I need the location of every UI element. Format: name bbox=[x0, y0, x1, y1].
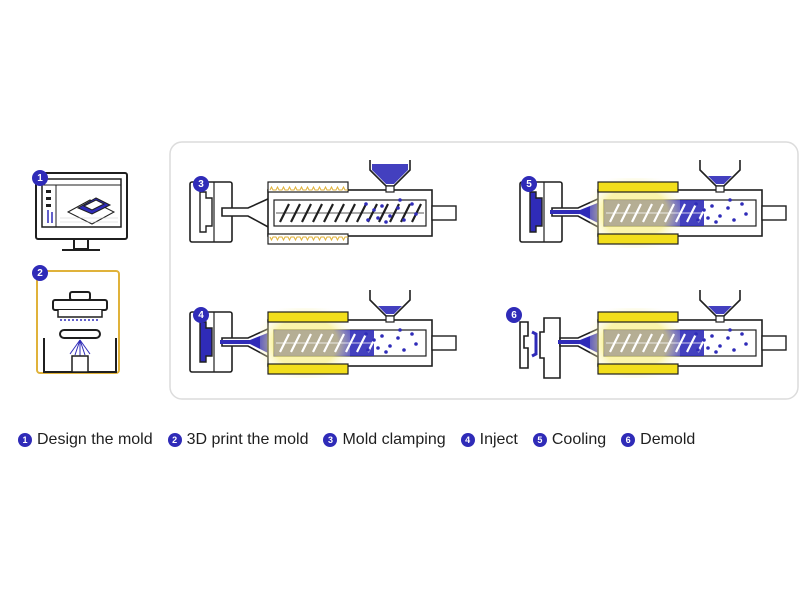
badge-step-4: 4 bbox=[193, 307, 209, 323]
heater-bottom bbox=[597, 363, 679, 375]
plunger bbox=[431, 335, 457, 351]
badge-step-5: 5 bbox=[521, 176, 537, 192]
plunger bbox=[761, 335, 787, 351]
heater-bottom bbox=[597, 233, 679, 245]
legend-item-print: 2 3D print the mold bbox=[167, 431, 309, 449]
machine-mold-clamping bbox=[189, 160, 457, 245]
legend-number-3: 3 bbox=[323, 433, 338, 447]
badge-step-2: 2 bbox=[32, 265, 48, 281]
heater-bottom bbox=[267, 363, 349, 375]
legend-label-6: Demold bbox=[640, 431, 696, 448]
legend-number-1: 1 bbox=[18, 433, 32, 447]
step-legend: 1 Design the mold 2 3D print the mold 3 … bbox=[18, 429, 710, 451]
melt-flow bbox=[550, 202, 600, 224]
melt-flow bbox=[220, 332, 270, 354]
legend-item-design: 1 Design the mold bbox=[18, 431, 153, 449]
heater-top bbox=[597, 311, 679, 323]
legend-number-5: 5 bbox=[532, 433, 547, 447]
machine-inject bbox=[189, 290, 457, 378]
svg-text:3: 3 bbox=[198, 179, 204, 190]
mold-half-left bbox=[519, 321, 529, 369]
svg-text:1: 1 bbox=[37, 173, 43, 184]
heater-top bbox=[267, 311, 349, 323]
machine-demold bbox=[519, 290, 787, 379]
legend-label-3: Mold clamping bbox=[342, 431, 446, 448]
legend-label-4: Inject bbox=[479, 431, 518, 448]
mold-cavity bbox=[199, 321, 213, 363]
badge-step-6: 6 bbox=[506, 307, 522, 323]
legend-label-5: Cooling bbox=[551, 431, 607, 448]
badge-step-3: 3 bbox=[193, 176, 209, 192]
mold-cavity bbox=[199, 191, 213, 233]
svg-text:2: 2 bbox=[37, 268, 43, 279]
badge-step-1: 1 bbox=[32, 170, 48, 186]
molded-part bbox=[531, 330, 538, 358]
legend-item-clamping: 3 Mold clamping bbox=[323, 431, 446, 449]
legend-label-2: 3D print the mold bbox=[186, 431, 309, 448]
plunger bbox=[761, 205, 787, 221]
melt-flow bbox=[558, 332, 600, 354]
legend-label-1: Design the mold bbox=[37, 431, 153, 448]
heater-top bbox=[597, 181, 679, 193]
svg-text:6: 6 bbox=[511, 310, 517, 321]
svg-text:5: 5 bbox=[526, 179, 532, 190]
plunger bbox=[431, 205, 457, 221]
machine-cooling bbox=[519, 160, 787, 248]
legend-number-4: 4 bbox=[460, 433, 475, 447]
step-1-design-illustration bbox=[35, 172, 128, 251]
step-2-print-illustration bbox=[36, 270, 120, 374]
legend-item-cooling: 5 Cooling bbox=[532, 431, 607, 449]
legend-number-6: 6 bbox=[621, 433, 636, 447]
svg-text:4: 4 bbox=[198, 310, 204, 321]
legend-number-2: 2 bbox=[167, 433, 182, 447]
legend-item-inject: 4 Inject bbox=[460, 431, 518, 449]
mold-cavity bbox=[529, 191, 543, 233]
legend-item-demold: 6 Demold bbox=[621, 431, 695, 449]
